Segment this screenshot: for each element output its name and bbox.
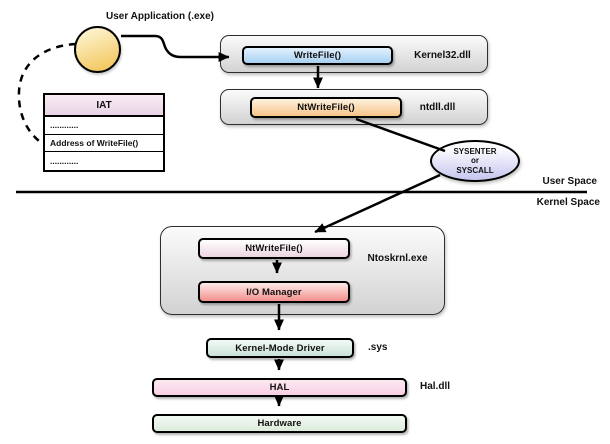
ntwritefile-kernel-box: NtWriteFile() [198,238,350,259]
iat-row: ............ [45,117,163,135]
iat-row: ............ [50,156,79,167]
arrow-app-to-writefile [121,34,230,62]
sys-label: .sys [368,342,388,353]
iat-row: Address of WriteFile() [45,135,163,153]
user-application-label: User Application (.exe) [106,11,214,22]
or-text: or [471,156,479,166]
arrow-syscall-to-kernel-ntwritefile [314,173,441,234]
hal-dll-label: Hal.dll [420,381,451,392]
iat-header: IAT [45,95,163,117]
sysenter-text: SYSENTER [453,146,497,156]
kernel32-label: Kernel32.dll [414,50,471,61]
user-space-label: User Space [542,176,597,187]
io-manager-box: I/O Manager [198,281,350,303]
user-application-circle [74,26,121,73]
ntoskrnl-label: Ntoskrnl.exe [367,253,428,264]
iat-table: IAT ............ Address of WriteFile() … [43,93,165,173]
ntwritefile-user-box: NtWriteFile() [250,97,402,118]
writefile-box: WriteFile() [242,46,393,65]
syscall-text: SYSCALL [456,165,494,175]
kernel-mode-driver-box: Kernel-Mode Driver [206,338,354,358]
kernel-space-label: Kernel Space [536,197,600,208]
sysenter-syscall-ellipse: SYSENTER or SYSCALL [430,140,520,182]
hardware-box: Hardware [152,414,407,433]
ntdll-label: ntdll.dll [419,102,456,113]
hal-box: HAL [152,378,407,397]
